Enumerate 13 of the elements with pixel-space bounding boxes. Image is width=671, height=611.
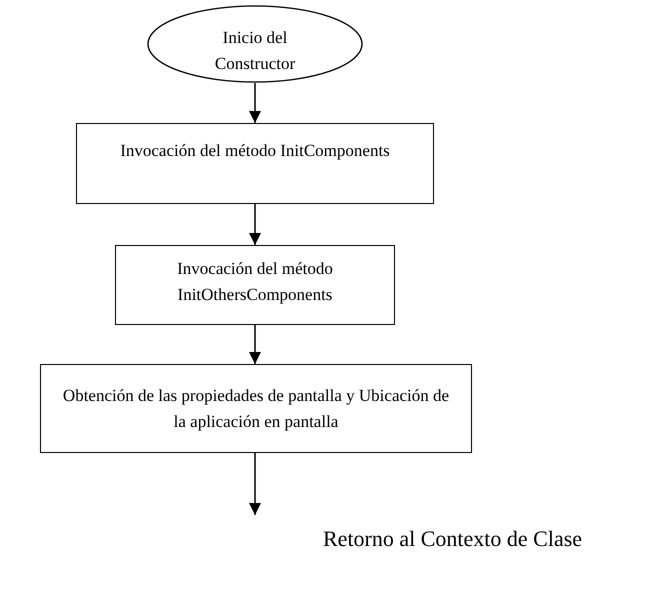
- process-box: [40, 364, 472, 453]
- box-text: Obtención de las propiedades de pantalla y Ubicación de la aplicación en pantalla: [62, 385, 450, 433]
- box-text: Invocación del método InitOthersComponents: [176, 258, 334, 306]
- end-label: Retorno al Contexto de Clase: [323, 526, 582, 552]
- arrow: [249, 325, 261, 364]
- arrow: [249, 83, 261, 123]
- box-text: Invocación del método InitComponents: [119, 140, 391, 162]
- process-box: [115, 245, 395, 325]
- arrow: [249, 453, 261, 515]
- process-box: [76, 123, 434, 204]
- box-text: Inicio del Constructor: [214, 27, 296, 75]
- arrow: [249, 204, 261, 245]
- start-ellipse: [147, 5, 363, 83]
